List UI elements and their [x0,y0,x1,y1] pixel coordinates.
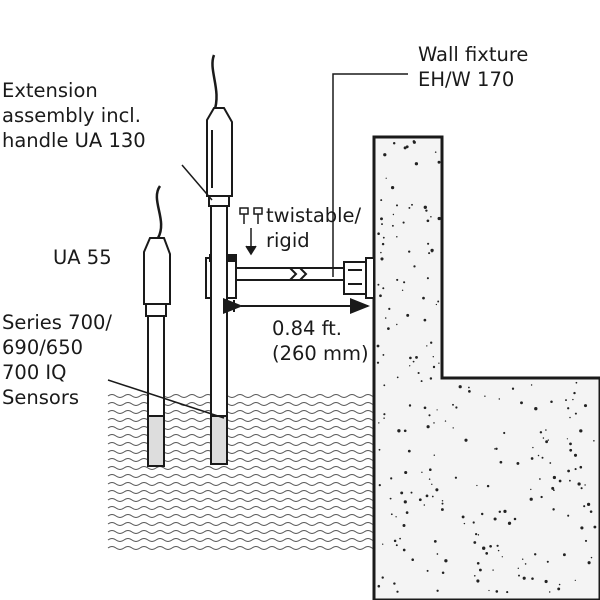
twistable-rigid-label: twistable/ rigid [266,204,362,252]
distance-dimension [223,298,370,314]
sensors-label: Series 700/ 690/650 700 IQ Sensors [2,311,112,409]
extension-assembly-pole [206,54,233,465]
ua55-pole [143,185,171,467]
screw-icons [239,207,263,256]
ua55-label: UA 55 [53,246,112,269]
extension-assembly-label: Extension assembly incl. handle UA 130 [2,79,146,152]
leader-lines [107,73,408,419]
distance-label: 0.84 ft. (260 mm) [272,317,369,365]
support-rod [235,267,345,281]
concrete-wall [372,135,600,600]
wall-fixture-label: Wall fixture EH/W 170 [418,43,529,91]
wall-fixture-bracket [343,257,375,299]
